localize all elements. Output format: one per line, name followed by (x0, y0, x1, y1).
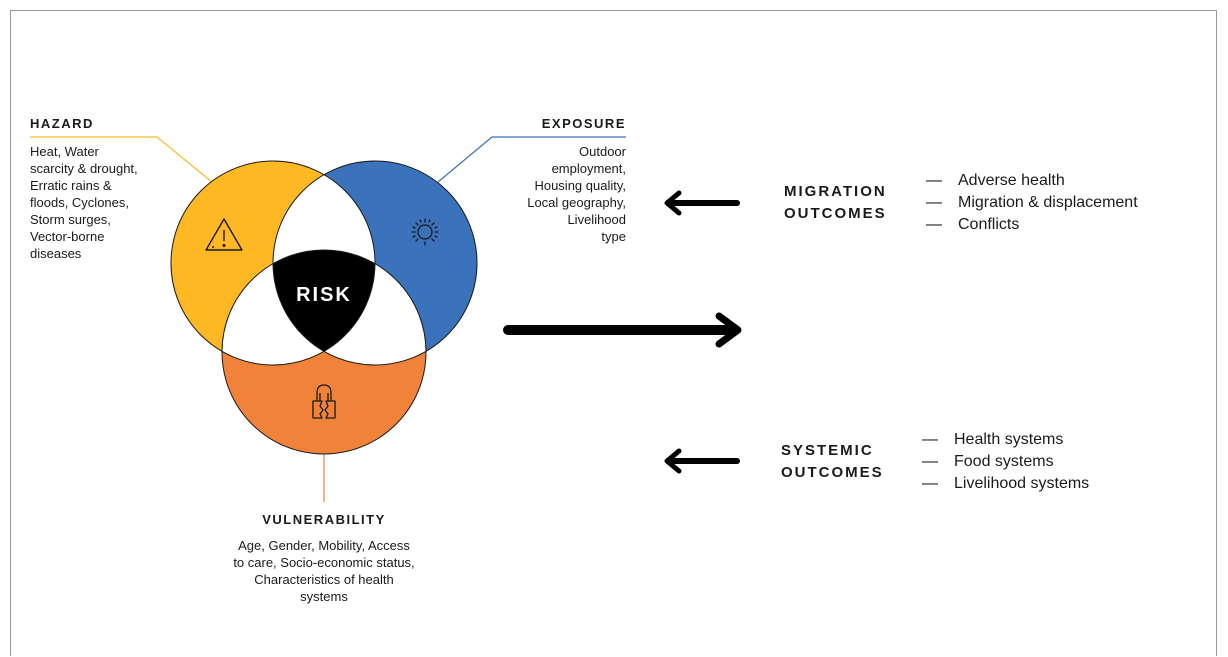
exposure-line: Livelihood (567, 212, 626, 227)
vulnerability-description: Age, Gender, Mobility, Access to care, S… (214, 537, 434, 605)
exposure-line: Housing quality, (534, 178, 626, 193)
exposure-outline (272, 160, 478, 366)
list-item: — Adverse health (926, 170, 1138, 192)
vulnerability-title: VULNERABILITY (262, 512, 386, 527)
risk-label: RISK (296, 284, 352, 306)
figure-frame (10, 10, 1217, 656)
hazard-description: Heat, Water scarcity & drought, Erratic … (30, 143, 175, 262)
list-item-label: Health systems (954, 431, 1064, 448)
migration-title-line: OUTCOMES (784, 205, 887, 222)
vulnerability-line: to care, Socio-economic status, (233, 555, 415, 570)
vulnerability-line: Age, Gender, Mobility, Access (238, 538, 410, 553)
dash-glyph: — (922, 475, 938, 492)
dash-glyph: — (926, 194, 942, 211)
list-item-label: Migration & displacement (958, 194, 1138, 211)
hazard-outline (170, 160, 376, 366)
list-item: — Migration & displacement (926, 192, 1138, 214)
main-arrow (503, 312, 742, 348)
list-item: — Health systems (922, 429, 1089, 451)
list-item-label: Adverse health (958, 172, 1065, 189)
list-item-label: Food systems (954, 453, 1054, 470)
hazard-line: Erratic rains & (30, 178, 112, 193)
systemic-outcomes-list: — Health systems — Food systems — Livelihoo… (922, 429, 1089, 495)
hazard-title: HAZARD (30, 116, 94, 131)
exposure-description: Outdoor employment, Housing quality, Loc… (476, 143, 626, 245)
exposure-line: Outdoor (579, 144, 626, 159)
migration-outcomes-list: — Adverse health — Migration & displacemen… (926, 170, 1138, 236)
dash-glyph: — (926, 216, 942, 233)
systemic-arrow (664, 448, 740, 474)
vulnerability-outline (221, 249, 427, 455)
systemic-title-line: OUTCOMES (781, 464, 884, 481)
migration-arrow (664, 190, 740, 216)
migration-outcomes-title: MIGRATION OUTCOMES (784, 181, 887, 225)
list-item: — Food systems (922, 451, 1089, 473)
warning-icon (205, 218, 243, 251)
vulnerability-line: Characteristics of health (254, 572, 394, 587)
systemic-outcomes-title: SYSTEMIC OUTCOMES (781, 440, 884, 484)
hazard-leader-line (30, 136, 213, 183)
exposure-line: Local geography, (527, 195, 626, 210)
hazard-line: diseases (30, 246, 82, 261)
list-item-label: Livelihood systems (954, 475, 1090, 492)
vulnerability-line: systems (300, 589, 348, 604)
hazard-line: Storm surges, (30, 212, 111, 227)
exposure-title: EXPOSURE (541, 116, 626, 131)
list-item-label: Conflicts (958, 216, 1020, 233)
hazard-line: Heat, Water (30, 144, 99, 159)
hazard-line: scarcity & drought, (30, 161, 138, 176)
systemic-title-line: SYSTEMIC (781, 442, 874, 459)
migration-title-line: MIGRATION (784, 183, 887, 200)
sun-icon (411, 218, 439, 246)
hazard-line: floods, Cyclones, (30, 195, 129, 210)
broken-lock-icon (312, 384, 336, 419)
hazard-line: Vector-borne (30, 229, 105, 244)
dash-glyph: — (922, 453, 938, 470)
dash-glyph: — (926, 172, 942, 189)
exposure-leader-line (437, 136, 626, 183)
dash-glyph: — (922, 431, 938, 448)
exposure-line: type (601, 229, 626, 244)
list-item: — Conflicts (926, 214, 1138, 236)
exposure-line: employment, (551, 161, 626, 176)
list-item: — Livelihood systems (922, 473, 1089, 495)
